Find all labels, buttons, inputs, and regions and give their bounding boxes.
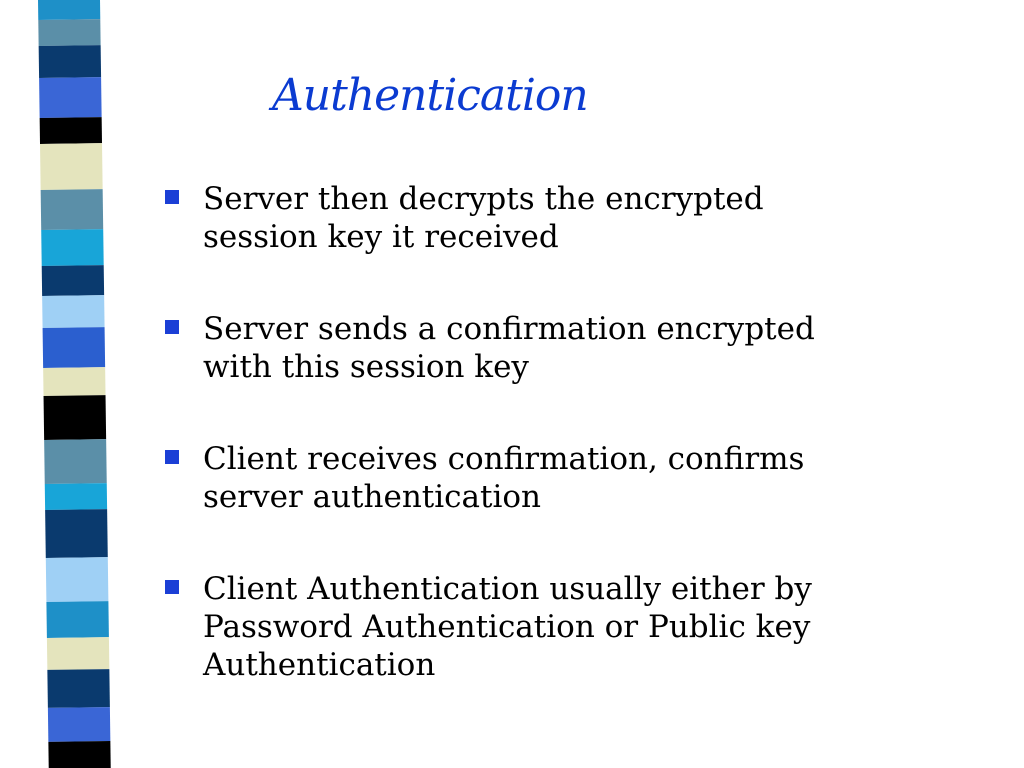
stripe-band [47, 669, 110, 708]
stripe-band [38, 19, 101, 46]
stripe-band [44, 439, 107, 484]
stripe-band [47, 707, 111, 742]
stripe-band [44, 483, 108, 510]
slide-title: Authentication [272, 70, 589, 121]
bullet-line: Password Authentication or Public key [203, 609, 811, 645]
square-bullet-icon [165, 580, 179, 594]
bullet-list: Server then decrypts the encrypted sessi… [165, 180, 985, 738]
bullet-text: Server then decrypts the encrypted sessi… [203, 180, 764, 256]
stripe-band [39, 77, 102, 118]
bullet-line: Client receives confirmation, confirms [203, 441, 805, 477]
bullet-line: session key it received [203, 219, 559, 255]
decorative-side-stripe [38, 0, 111, 768]
stripe-band [45, 509, 108, 558]
bullet-item: Client Authentication usually either by … [165, 570, 985, 684]
bullet-line: Server then decrypts the encrypted [203, 181, 764, 217]
bullet-line: Authentication [203, 647, 436, 683]
stripe-band [41, 265, 105, 296]
stripe-band [43, 395, 107, 440]
bullet-item: Client receives confirmation, confirms s… [165, 440, 985, 516]
bullet-text: Server sends a confirmation encrypted wi… [203, 310, 815, 386]
stripe-band [43, 367, 106, 396]
bullet-text: Client receives confirmation, confirms s… [203, 440, 804, 516]
stripe-band [40, 189, 104, 230]
stripe-band [46, 637, 110, 670]
square-bullet-icon [165, 190, 179, 204]
stripe-band [39, 117, 103, 144]
stripe-band [38, 0, 101, 20]
stripe-band [42, 327, 106, 368]
bullet-item: Server sends a confirmation encrypted wi… [165, 310, 985, 386]
stripe-band [48, 741, 111, 768]
stripe-band [46, 601, 109, 638]
stripe-band [41, 229, 104, 266]
bullet-text: Client Authentication usually either by … [203, 570, 812, 684]
square-bullet-icon [165, 320, 179, 334]
bullet-line: Server sends a confirmation encrypted [203, 311, 815, 347]
bullet-line: with this session key [203, 349, 529, 385]
stripe-band [45, 557, 109, 602]
bullet-item: Server then decrypts the encrypted sessi… [165, 180, 985, 256]
stripe-band [38, 45, 102, 78]
bullet-line: server authentication [203, 479, 542, 515]
square-bullet-icon [165, 450, 179, 464]
stripe-band [42, 295, 105, 328]
stripe-band [40, 143, 103, 190]
bullet-line: Client Authentication usually either by [203, 571, 812, 607]
